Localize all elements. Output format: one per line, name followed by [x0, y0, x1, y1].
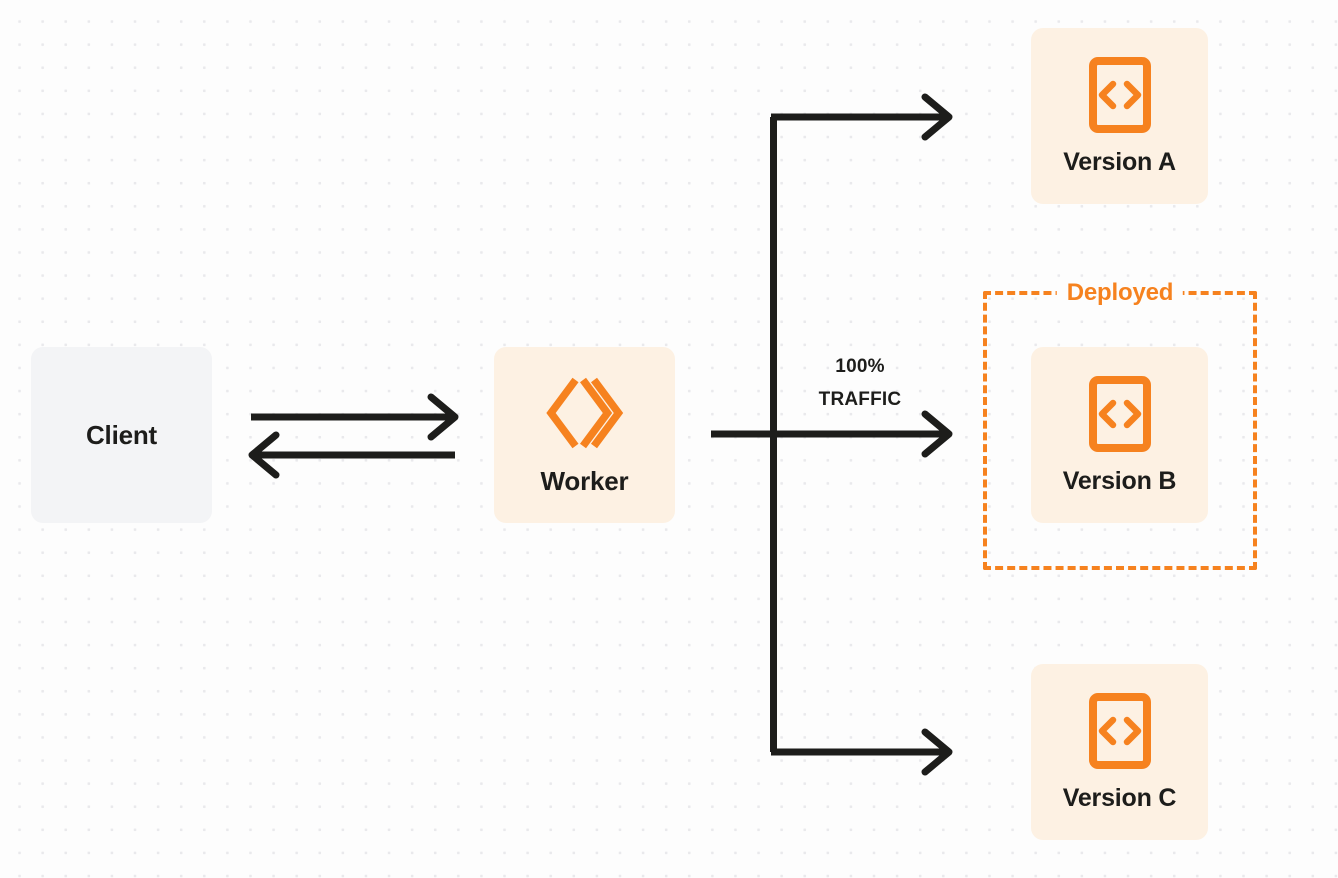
traffic-unit: TRAFFIC [818, 389, 902, 411]
arrow-worker-to-client [248, 431, 455, 479]
code-file-icon [1088, 375, 1152, 453]
node-version-a-label: Version A [1063, 147, 1176, 176]
node-worker[interactable]: Worker [494, 347, 675, 523]
node-version-b[interactable]: Version B [1031, 347, 1208, 523]
traffic-percent: 100% [835, 356, 885, 377]
cloudflare-workers-logo-icon [545, 374, 625, 452]
deployed-group: Deployed [983, 279, 1257, 570]
code-file-icon [1088, 692, 1152, 770]
arrow-client-to-worker [251, 393, 459, 441]
deployed-group-label: Deployed [1056, 279, 1184, 307]
node-client[interactable]: Client [31, 347, 212, 523]
node-version-a[interactable]: Version A [1031, 28, 1208, 204]
traffic-label: 100% TRAFFIC [795, 350, 925, 417]
arrow-worker-to-version-a [771, 93, 953, 141]
node-worker-label: Worker [540, 465, 629, 496]
node-version-c[interactable]: Version C [1031, 664, 1208, 840]
code-file-icon [1088, 56, 1152, 134]
arrow-worker-to-version-b [711, 410, 953, 458]
node-version-b-label: Version B [1062, 466, 1177, 495]
node-version-c-label: Version C [1062, 783, 1177, 812]
node-client-label: Client [85, 419, 158, 450]
arrow-worker-to-version-c [771, 728, 953, 776]
